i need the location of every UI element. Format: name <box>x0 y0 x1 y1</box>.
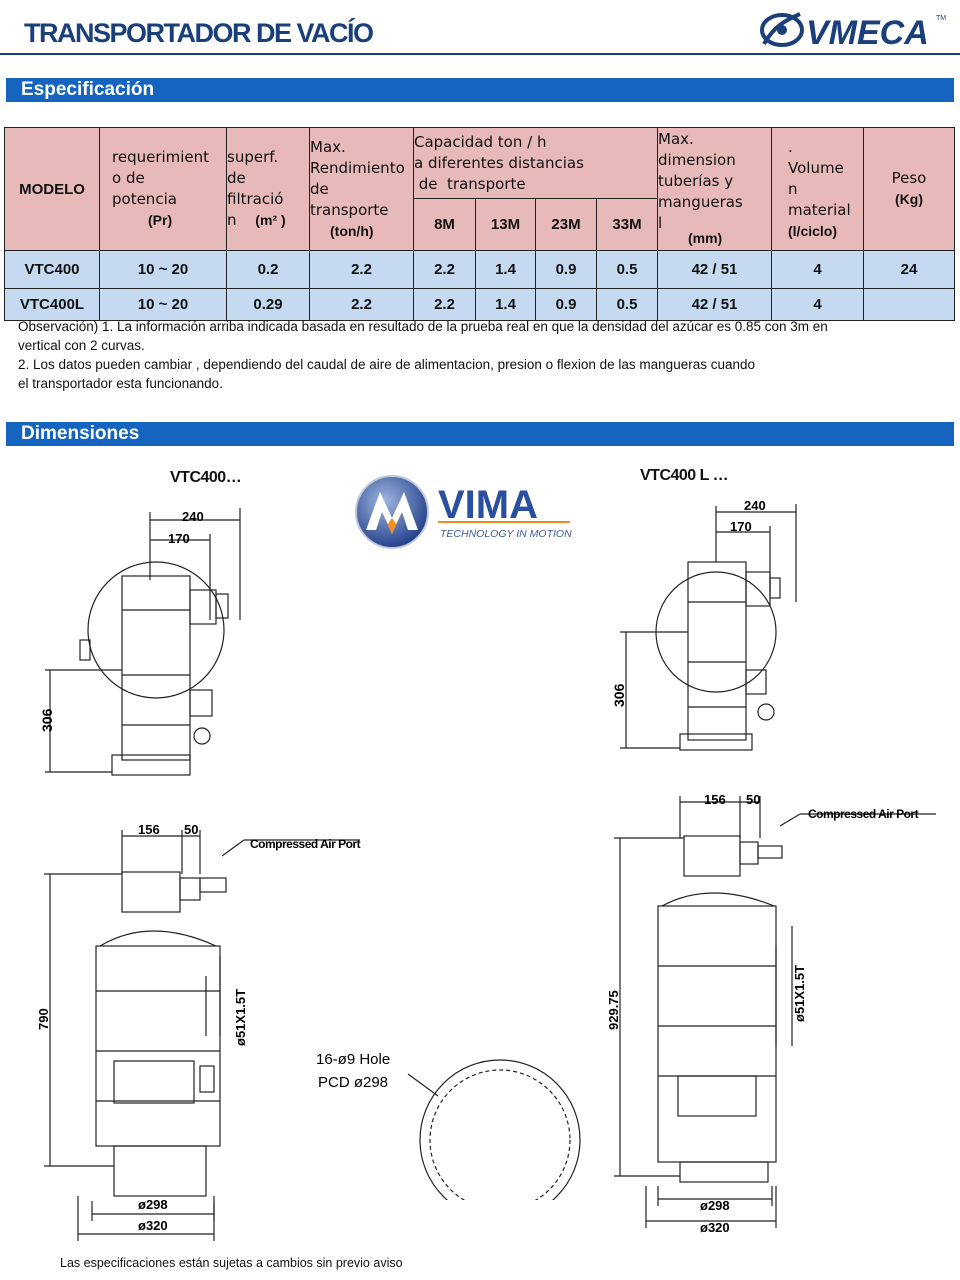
drawing-vtc400-front: 156 50 Compressed Air Port 790 ø51X1.5T … <box>36 822 361 1241</box>
svg-text:790: 790 <box>36 1008 51 1030</box>
vima-logo: VIMA TECHNOLOGY IN MOTION <box>355 475 572 549</box>
svg-text:240: 240 <box>744 498 766 513</box>
svg-text:156: 156 <box>704 792 726 807</box>
svg-text:ø320: ø320 <box>700 1220 730 1235</box>
svg-text:306: 306 <box>611 683 627 707</box>
svg-text:PCD ø298: PCD ø298 <box>318 1074 388 1091</box>
svg-text:240: 240 <box>182 509 204 524</box>
svg-text:929.75: 929.75 <box>606 990 621 1030</box>
page-title: TRANSPORTADOR DE VACÍO <box>24 18 374 48</box>
svg-text:50: 50 <box>746 792 760 807</box>
svg-text:ø298: ø298 <box>138 1197 168 1212</box>
drawing-vtc400l-top: 240 170 306 <box>611 498 797 751</box>
header-13m: 13M <box>475 198 536 251</box>
svg-text:ø298: ø298 <box>700 1198 730 1213</box>
svg-text:16-ø9 Hole: 16-ø9 Hole <box>316 1051 390 1068</box>
header-rule <box>0 53 960 55</box>
table-row: VTC400 10 ~ 20 0.2 2.2 2.2 1.4 0.9 0.5 4… <box>4 250 955 289</box>
svg-text:ø320: ø320 <box>138 1218 168 1233</box>
note-line: Observación) 1. La información arriba in… <box>18 319 828 334</box>
table-row: VTC400L 10 ~ 20 0.29 2.2 2.2 1.4 0.9 0.5… <box>4 288 955 321</box>
svg-text:170: 170 <box>168 531 190 546</box>
header-23m: 23M <box>535 198 597 251</box>
footer-disclaimer: Las especificaciones están sujetas a cam… <box>60 1256 403 1270</box>
header-8m: 8M <box>413 198 476 251</box>
svg-text:Compressed Air Port: Compressed Air Port <box>250 837 361 851</box>
svg-text:VIMA: VIMA <box>438 483 538 527</box>
svg-text:VMECA: VMECA <box>806 14 929 52</box>
header-modelo: MODELO <box>4 127 100 251</box>
header-33m: 33M <box>596 198 658 251</box>
svg-text:ø51X1.5T: ø51X1.5T <box>233 989 248 1046</box>
drawing-label-vtc400l: VTC400 L … <box>640 467 729 484</box>
drawing-vtc400-top: 240 170 306 <box>39 508 241 776</box>
section-title-dimensions: Dimensiones <box>6 422 954 446</box>
header-peso: Peso(Kg) <box>863 127 955 251</box>
svg-text:306: 306 <box>39 708 55 732</box>
section-title-spec: Especificación <box>6 78 954 102</box>
note-line: 2. Los datos pueden cambiar , dependiend… <box>18 357 756 372</box>
svg-text:TM: TM <box>936 15 946 22</box>
drawing-vtc400l-front: 156 50 Compressed Air Port 929.75 ø51X1.… <box>606 792 936 1235</box>
svg-text:ø51X1.5T: ø51X1.5T <box>792 965 807 1022</box>
svg-text:170: 170 <box>730 519 752 534</box>
svg-text:TECHNOLOGY IN MOTION: TECHNOLOGY IN MOTION <box>440 528 572 540</box>
drawing-flange: 16-ø9 Hole PCD ø298 <box>316 1051 581 1200</box>
notes: Observación) 1. La información arriba in… <box>18 317 948 393</box>
vmeca-logo: VMECA TM <box>760 12 946 52</box>
drawing-label-vtc400: VTC400… <box>170 469 242 486</box>
note-line: el transportador esta funcionando. <box>18 376 223 391</box>
note-line: vertical con 2 curvas. <box>18 338 145 353</box>
svg-text:Compressed Air Port: Compressed Air Port <box>808 807 919 821</box>
svg-text:156: 156 <box>138 822 160 837</box>
svg-text:50: 50 <box>184 822 198 837</box>
